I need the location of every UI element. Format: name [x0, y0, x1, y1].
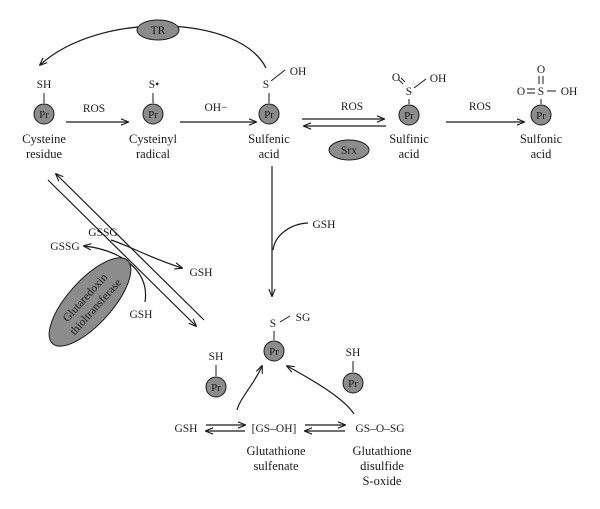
sulfenic-acid: S OH Pr Sulfenic acid: [248, 66, 306, 161]
sulfonic-acid: O O S OH Pr Sulfonic acid: [517, 64, 577, 161]
glutathione-disulfide-s-oxide: GS–O–SG Glutathione disulfide S-oxide: [352, 423, 411, 488]
glutathionylated-sg-group: SG: [296, 312, 311, 324]
ros-label-1: ROS: [83, 103, 105, 115]
ros-arrow-3: ROS: [446, 101, 524, 122]
s-oxide-label-line3: S-oxide: [363, 474, 402, 488]
sulfonic-o-top: O: [537, 64, 545, 76]
tr-enzyme: TR: [136, 19, 180, 41]
glutathionylated-protein: S SG Pr: [263, 312, 311, 362]
gsh-output-label: GSH: [189, 267, 212, 279]
sulfonic-s-atom: S: [538, 86, 544, 98]
free-thiol-protein-left: SH Pr: [205, 351, 227, 398]
sulfonic-protein-label: Pr: [536, 110, 546, 122]
gsh-label-sulfenic: GSH: [312, 219, 335, 231]
sulfenate-formula: [GS–OH]: [252, 423, 297, 435]
gssg-output-label: GSSG: [50, 241, 79, 253]
ros-srx-equilibrium: ROS: [302, 101, 386, 126]
srx-enzyme: Srx: [328, 139, 370, 161]
sulfenic-label-line2: acid: [259, 147, 281, 161]
sulfenate-s-oxide-equilibrium: [305, 425, 345, 431]
glutaredoxin-enzyme: Glutaredoxin thioltransferase: [48, 257, 132, 347]
free-thiol-right-protein-label: Pr: [348, 378, 358, 390]
cysteinyl-radical: S• Pr Cysteinyl radical: [129, 79, 177, 161]
cysteine-label-line1: Cysteine: [22, 132, 66, 146]
gssg-to-gsh-exchange: GSSG GSH: [88, 227, 212, 279]
cysteine-label-line2: residue: [26, 147, 63, 161]
sulfinic-o-atom: O: [392, 72, 400, 84]
hydroxide-arrow: OH−: [180, 102, 256, 122]
ros-label-2: ROS: [341, 101, 363, 113]
bottom-gsh: GSH: [174, 423, 197, 435]
cysteinyl-s-radical-group: S•: [149, 79, 159, 91]
sulfinic-oh-group: OH: [430, 73, 447, 85]
sulfenic-protein-label: Pr: [264, 109, 274, 121]
ros-arrow-1: ROS: [66, 103, 128, 122]
sulfonic-o-left: O: [517, 86, 525, 98]
s-oxide-label-line2: disulfide: [360, 459, 404, 473]
sulfonic-label-line2: acid: [531, 147, 553, 161]
s-oxide-formula: GS–O–SG: [355, 423, 404, 435]
cysteine-sh-group: SH: [37, 79, 52, 91]
glutathionylated-s-atom: S: [270, 318, 276, 330]
free-thiol-left-sh: SH: [209, 351, 224, 363]
sulfinic-protein-label: Pr: [404, 110, 414, 122]
free-thiol-left-protein-label: Pr: [211, 382, 221, 394]
gsh-input-label: GSH: [129, 309, 152, 321]
cysteinyl-label-line2: radical: [136, 147, 171, 161]
glutathione-sulfenate: [GS–OH] Glutathione sulfenate: [246, 423, 305, 473]
glutathionylation-arrow: GSH: [272, 166, 336, 296]
s-oxide-label-line1: Glutathione: [352, 444, 411, 458]
sulfenate-label-line2: sulfenate: [253, 459, 299, 473]
sulfenate-label-line1: Glutathione: [246, 444, 305, 458]
ros-label-3: ROS: [469, 101, 491, 113]
sulfonic-oh-group: OH: [561, 86, 578, 98]
s-oxide-to-glutathionylation-arrow: [287, 366, 355, 415]
sulfinic-label-line2: acid: [399, 147, 421, 161]
cysteine-residue: SH Pr Cysteine residue: [22, 79, 66, 161]
sulfenate-to-glutathionylation-arrow: [236, 366, 262, 411]
sulfinic-acid: O S OH Pr Sulfinic acid: [389, 72, 446, 161]
sulfenic-oh-group: OH: [290, 66, 307, 78]
tr-label: TR: [151, 25, 166, 37]
free-thiol-right-sh: SH: [346, 347, 361, 359]
free-thiol-protein-right: SH Pr: [342, 347, 364, 394]
sulfenic-label-line1: Sulfenic: [248, 132, 290, 146]
hydroxide-label: OH−: [204, 102, 227, 114]
cysteinyl-protein-label: Pr: [148, 109, 158, 121]
sulfinic-s-atom: S: [406, 86, 412, 98]
srx-label: Srx: [341, 145, 357, 157]
sulfonic-label-line1: Sulfonic: [520, 132, 563, 146]
sulfinic-label-line1: Sulfinic: [389, 132, 429, 146]
cysteine-protein-label: Pr: [39, 109, 49, 121]
sulfenic-s-atom: S: [263, 79, 269, 91]
gsh-bottom-label: GSH: [174, 423, 197, 435]
gsh-sulfenate-equilibrium: [206, 425, 245, 431]
glutathionylated-protein-label: Pr: [269, 346, 279, 358]
gssg-input-label: GSSG: [88, 227, 117, 239]
cysteinyl-label-line1: Cysteinyl: [129, 132, 177, 146]
